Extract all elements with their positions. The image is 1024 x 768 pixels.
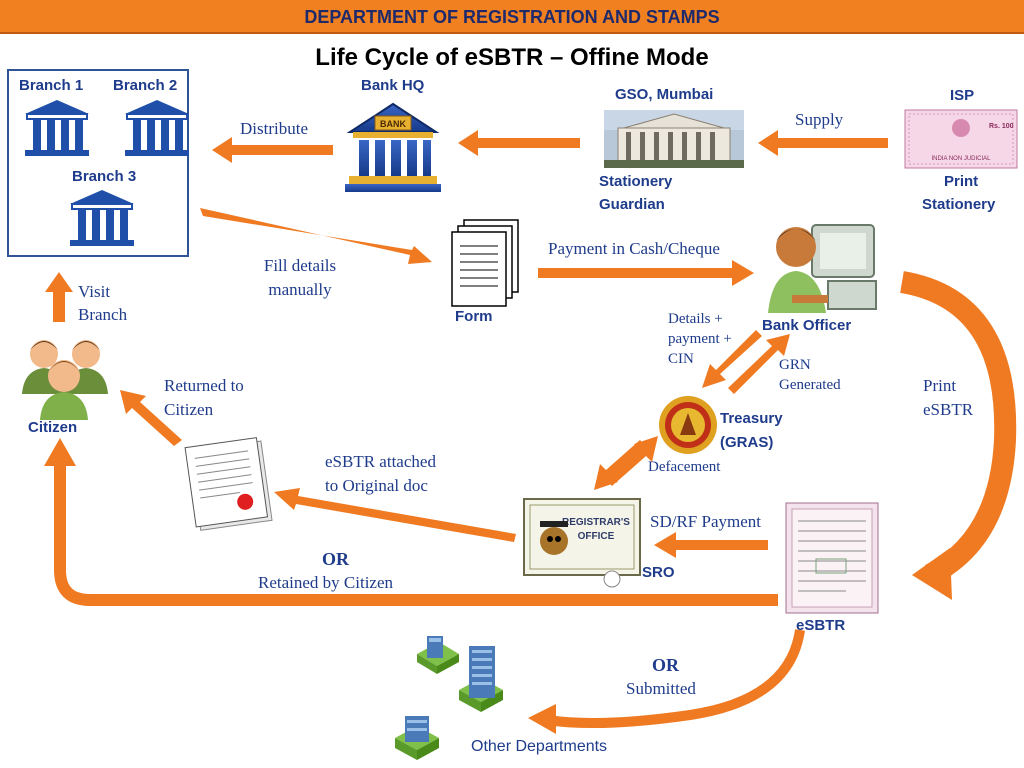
- isp-label-line2: Print: [944, 173, 979, 190]
- gso-label: GSO, Mumbai: [615, 86, 714, 103]
- distribute-label: Distribute: [240, 119, 308, 138]
- stamp-footer: INDIA NON JUDICIAL: [931, 156, 991, 162]
- bank-hq-icon: BANK: [345, 102, 441, 192]
- visit-branch-label-line2: Branch: [78, 305, 128, 324]
- bank-hq-label: Bank HQ: [361, 77, 425, 94]
- other-departments-label: Other Departments: [471, 738, 608, 755]
- or-label-1: OR: [322, 549, 349, 569]
- fill-details-label-line1: Fill details: [263, 256, 337, 275]
- arrow-print-esbtr: [899, 271, 1017, 585]
- grn-label-line2: Generated: [779, 377, 841, 393]
- bank-officer-icon: [768, 224, 877, 313]
- details-label-line2: payment +: [668, 331, 732, 347]
- arrow-grn: [728, 334, 790, 394]
- arrow-gso-to-hq: [458, 130, 580, 156]
- details-label-line1: Details +: [668, 311, 723, 327]
- arrow-payment: [538, 260, 754, 286]
- print-esbtr-label-line2: eSBTR: [923, 400, 974, 419]
- stamp-paper-icon: Rs. 100 INDIA NON JUDICIAL: [904, 109, 1018, 169]
- banner-title: DEPARTMENT OF REGISTRATION AND STAMPS: [304, 7, 720, 27]
- gso-label-line2: Stationery: [599, 173, 673, 190]
- payment-label: Payment in Cash/Cheque: [548, 239, 720, 258]
- attached-label-line1: eSBTR attached: [325, 452, 436, 471]
- isp-label: ISP: [950, 87, 975, 104]
- returned-label-line2: Citizen: [164, 400, 214, 419]
- arrow-sdrf: [654, 532, 768, 558]
- arrow-attached: [274, 488, 516, 542]
- isp-label-line3: Stationery: [922, 196, 996, 213]
- page-title: Life Cycle of eSBTR – Offine Mode: [315, 44, 709, 71]
- submitted-label: Submitted: [626, 679, 696, 698]
- gso-building-icon: [604, 110, 744, 168]
- supply-label: Supply: [795, 110, 844, 129]
- citizen-label: Citizen: [28, 419, 78, 436]
- attached-label-line2: to Original doc: [325, 476, 428, 495]
- arrow-returned: [120, 390, 182, 446]
- treasury-label-line2: (GRAS): [720, 434, 774, 451]
- retained-label: Retained by Citizen: [258, 573, 394, 592]
- registrar-sign-line2: OFFICE: [578, 531, 615, 542]
- branch1-label: Branch 1: [19, 77, 84, 94]
- esbtr-document-icon: [785, 502, 879, 614]
- grn-label-line1: GRN: [779, 357, 811, 373]
- sro-label: SRO: [642, 564, 675, 581]
- bank-sign: BANK: [380, 119, 406, 129]
- arrow-fill-details: [200, 208, 432, 264]
- treasury-seal-icon: [659, 396, 717, 454]
- gso-label-line3: Guardian: [599, 196, 665, 213]
- print-esbtr-label-line1: Print: [923, 376, 957, 395]
- fill-details-label-line2: manually: [268, 280, 332, 299]
- branch3-bank-icon: [70, 190, 134, 246]
- stamp-value: Rs. 100: [989, 123, 1014, 130]
- arrow-visit-branch: [45, 272, 73, 322]
- branch3-label: Branch 3: [72, 168, 137, 185]
- other-departments-icon: [395, 636, 503, 760]
- arrows: [45, 130, 888, 558]
- arrow-submitted: [547, 629, 805, 729]
- returned-label-line1: Returned to: [164, 376, 244, 395]
- header-banner: [0, 0, 1024, 34]
- branch2-bank-icon: [125, 100, 189, 156]
- arrow-details-to-treasury: [702, 330, 762, 388]
- arrow-supply: [758, 130, 888, 156]
- sdrf-payment-label: SD/RF Payment: [650, 512, 761, 531]
- or-label-2: OR: [652, 655, 679, 675]
- form-icon: [451, 219, 519, 307]
- details-label-line3: CIN: [668, 351, 694, 367]
- branch2-label: Branch 2: [113, 77, 178, 94]
- arrow-retained: [54, 462, 778, 606]
- branch1-bank-icon: [25, 100, 89, 156]
- bank-officer-label: Bank Officer: [762, 317, 852, 334]
- esbtr-label: eSBTR: [796, 617, 846, 634]
- arrow-defacement-out: [606, 436, 658, 486]
- citizen-group-icon: [22, 340, 108, 420]
- certificate-icon: [184, 437, 273, 531]
- treasury-label: Treasury: [720, 410, 783, 427]
- form-label: Form: [455, 308, 493, 325]
- arrow-defacement-in: [594, 440, 646, 490]
- registrar-sign-line1: REGISTRAR'S: [562, 517, 630, 528]
- arrow-distribute: [212, 137, 333, 163]
- registrar-office-icon: REGISTRAR'S OFFICE: [523, 498, 641, 588]
- defacement-label: Defacement: [648, 459, 721, 475]
- visit-branch-label-line1: Visit: [78, 282, 111, 301]
